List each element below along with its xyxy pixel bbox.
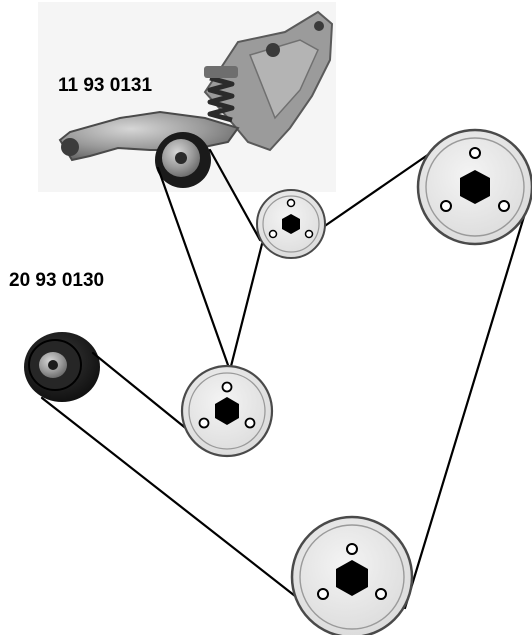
tensioner-assembly	[38, 2, 336, 192]
tensioner-pulley-bolt-icon	[175, 152, 187, 164]
pulley-bolt-icon	[286, 198, 296, 208]
pulley-bolt-icon	[375, 588, 387, 600]
pulley-inner-ring	[262, 195, 320, 253]
pulley-inner-ring	[299, 524, 405, 630]
tensioner-part-number: 11 93 0131	[58, 75, 152, 96]
belt-segment	[40, 396, 306, 605]
tensioner-spring	[207, 75, 235, 123]
belt-segment	[156, 166, 236, 384]
idler-roller	[24, 332, 100, 402]
pulley-hub-hex-icon	[282, 214, 300, 234]
pulley-inner-ring	[188, 372, 266, 450]
pulley-inner-ring	[425, 137, 525, 237]
tensioner-bracket-rib	[249, 39, 319, 120]
pulley-bolt-icon	[440, 200, 452, 212]
pulley-bolt-icon	[346, 543, 358, 555]
pulley-bolt-icon	[317, 588, 329, 600]
pulley-bolt-icon	[221, 381, 233, 393]
belt-segment	[403, 198, 531, 610]
pulley-bolt-icon	[304, 229, 314, 239]
pulley-medium-middle	[180, 364, 274, 458]
pulley-small-top	[256, 189, 326, 259]
bracket-bolt-hole-icon	[266, 43, 280, 57]
pulley-hub-hex-icon	[215, 397, 239, 425]
pulley-bolt-icon	[498, 200, 510, 212]
drive-belt	[40, 148, 531, 610]
belt-segment	[314, 150, 434, 234]
belt-segment	[208, 148, 262, 242]
pulley-hub-hex-icon	[336, 560, 368, 596]
pulley-large-top-right	[416, 128, 532, 246]
idler-part-number: 20 93 0130	[9, 270, 104, 291]
idler-bearing-bore-icon	[48, 360, 58, 370]
pulley-hub-hex-icon	[460, 170, 490, 204]
pulley-bolt-icon	[244, 417, 256, 429]
pulley-bolt-icon	[198, 417, 210, 429]
pulley-bolt-icon	[469, 147, 481, 159]
belt-segment	[91, 351, 190, 432]
belt-segment	[225, 242, 264, 384]
pulley-large-bottom	[290, 515, 414, 635]
arm-pivot-icon	[61, 138, 79, 156]
pulley-bolt-icon	[268, 229, 278, 239]
bracket-bolt-hole-icon	[314, 21, 324, 31]
spring-cap	[204, 66, 238, 78]
